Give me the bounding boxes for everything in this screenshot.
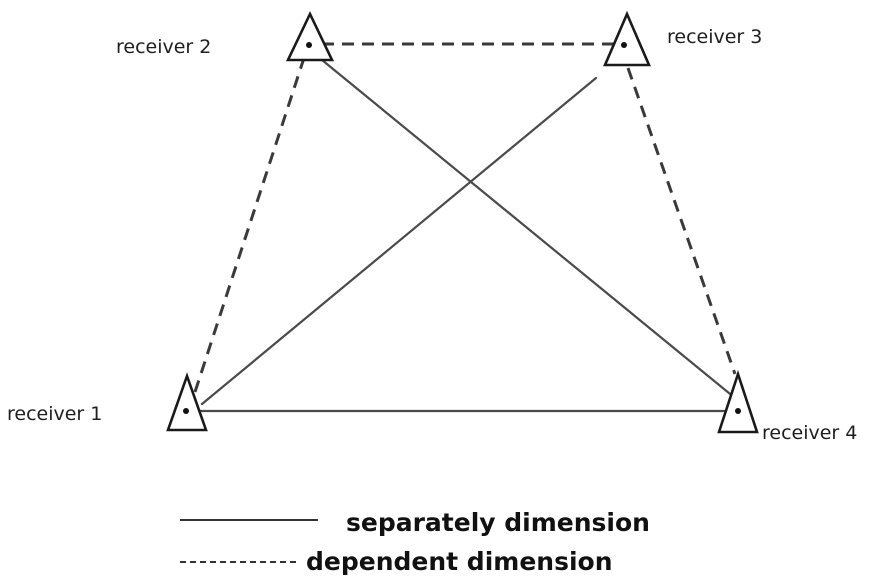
receiver-3: receiver 3 [603, 10, 762, 67]
receiver-1-triangle-icon [166, 372, 208, 432]
receiver-2-triangle-icon [285, 10, 335, 62]
receiver-3-triangle-icon [603, 10, 651, 67]
link-receiver2-receiver4 [320, 58, 737, 400]
legend: separately dimension dependent dimension [180, 508, 650, 576]
separately-links [198, 58, 737, 413]
receiver-3-dot [621, 42, 627, 48]
legend-solid-label: separately dimension [346, 508, 650, 537]
receiver-2-label: receiver 2 [116, 36, 211, 58]
receiver-1: receiver 1 [7, 372, 208, 432]
dependent-links [193, 42, 737, 393]
receiver-1-dot [183, 408, 189, 414]
receiver-1-label: receiver 1 [7, 403, 102, 425]
receiver-4-triangle-icon [717, 369, 759, 434]
legend-dashed-label: dependent dimension [306, 547, 613, 576]
receiver-4: receiver 4 [717, 369, 857, 444]
link-receiver3-receiver4 [626, 67, 737, 375]
receiver-3-label: receiver 3 [667, 26, 762, 48]
receiver-4-dot [735, 408, 741, 414]
receiver-4-label: receiver 4 [762, 422, 857, 444]
receiver-2: receiver 2 [116, 10, 335, 62]
link-receiver1-receiver3 [200, 76, 598, 406]
receiver-2-dot [306, 42, 312, 48]
link-receiver1-receiver2 [193, 57, 306, 393]
